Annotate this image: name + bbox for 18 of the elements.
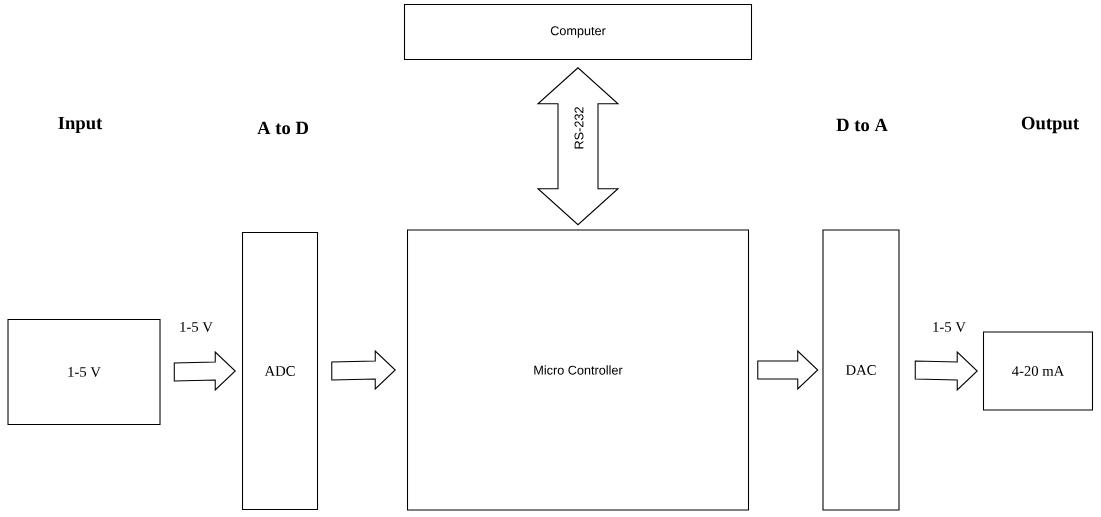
block-box: Computer bbox=[403, 3, 753, 61]
heading: A to D bbox=[257, 121, 308, 135]
block-box: Micro Controller bbox=[406, 229, 750, 511]
block-box: ADC bbox=[241, 231, 319, 511]
block-arrow bbox=[757, 349, 819, 391]
block-arrow bbox=[914, 350, 978, 392]
edge-label: 1-5 V bbox=[177, 320, 215, 334]
block-box: 4-20 mA bbox=[982, 331, 1094, 411]
heading: D to A bbox=[836, 118, 888, 132]
edge-label: RS-232 bbox=[573, 105, 585, 151]
block-arrow bbox=[331, 349, 396, 391]
block-box: 1-5 V bbox=[7, 318, 161, 426]
block-arrow bbox=[173, 350, 236, 392]
heading: Input bbox=[58, 116, 103, 134]
block-box: DAC bbox=[822, 229, 900, 511]
edge-label: 1-5 V bbox=[930, 320, 968, 334]
block-arrow bbox=[536, 67, 620, 226]
heading: Output bbox=[1021, 116, 1079, 134]
